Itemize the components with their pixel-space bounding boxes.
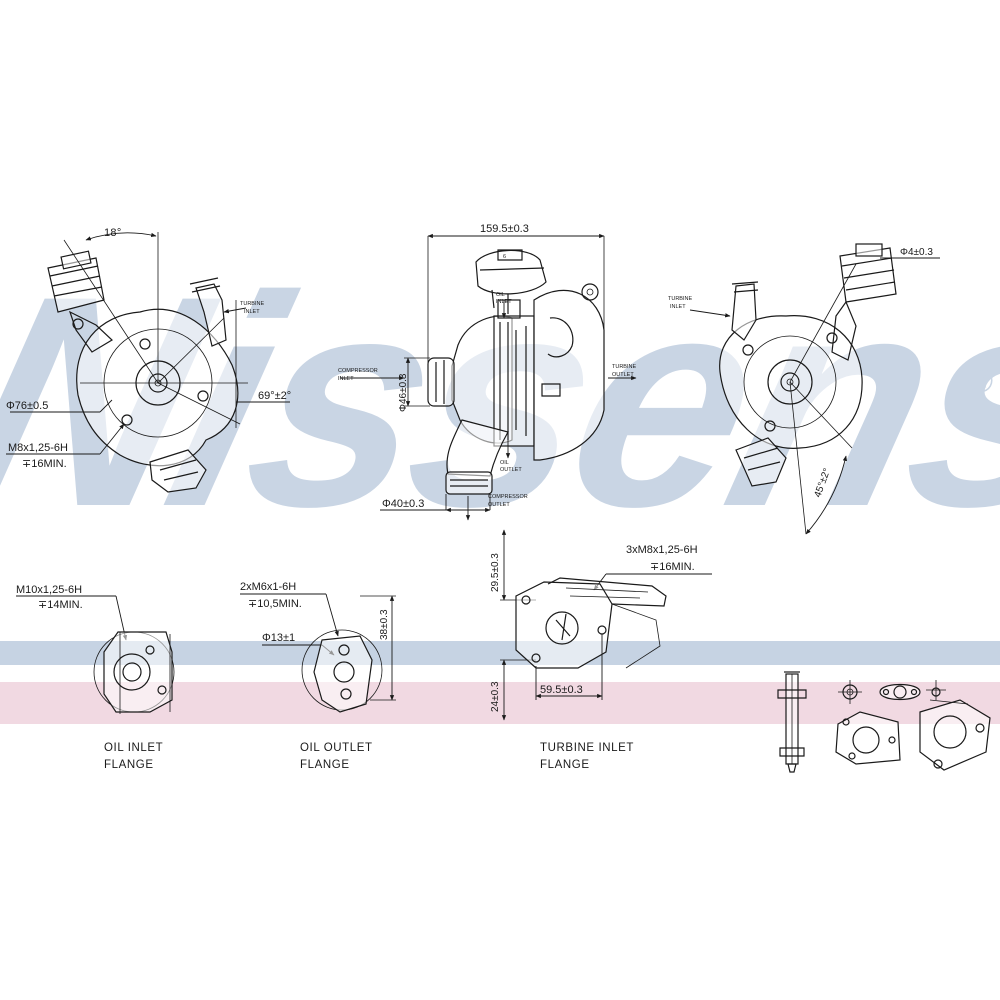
center-view: 159.5±0.3 6 Φ46±0.3 COMPRESSOR INLET — [338, 223, 637, 521]
turbine-inlet-flange: 3xM8x1,25-6H ∓16MIN. 29.5±0.3 24±0.3 59.… — [490, 529, 712, 771]
oil-outlet-diameter-label: Φ13±1 — [262, 632, 295, 644]
oil-outlet-caption-2: FLANGE — [300, 759, 350, 771]
center-width-label: 159.5±0.3 — [480, 223, 529, 235]
left-port-label-2: INLET — [244, 309, 260, 315]
right-port-label-2: INLET — [670, 304, 686, 310]
turbine-outlet-label-1: TURBINE — [612, 364, 636, 370]
left-bolt-1 — [139, 338, 151, 350]
gasket-turbine-icon — [919, 680, 991, 771]
left-inlet-pipe — [195, 283, 227, 347]
right-hub-outer — [767, 359, 813, 405]
turbine-inlet-height-bottom-label: 24±0.3 — [490, 681, 501, 712]
left-actuator — [47, 250, 113, 353]
right-housing-ring — [743, 335, 837, 429]
center-actuator — [475, 249, 547, 295]
turbine-inlet-height-top-label: 29.5±0.3 — [490, 553, 501, 592]
oil-outlet-height-label: 38±0.3 — [379, 609, 390, 640]
right-port-label-1: TURBINE — [668, 296, 692, 302]
left-depth-label: ∓16MIN. — [22, 458, 67, 470]
left-thread-label: M8x1,25-6H — [8, 442, 68, 454]
compressor-inlet-label-2: INLET — [338, 376, 354, 382]
gasket-small-icon — [838, 680, 862, 704]
turbine-inlet-width-label: 59.5±0.3 — [540, 684, 583, 696]
oil-inlet-flange: M10x1,25-6H ∓14MIN. OIL INLET FLANGE — [16, 584, 175, 771]
turbine-inlet-caption-2: FLANGE — [540, 759, 590, 771]
oil-pipe-icon — [777, 671, 807, 773]
oil-inlet-label-2: INLET — [496, 299, 512, 305]
right-diameter-label: Φ4±0.3 — [900, 247, 933, 258]
registered-mark: ® — [968, 362, 993, 400]
oil-outlet-caption-1: OIL OUTLET — [300, 742, 373, 754]
left-port-label-1: TURBINE — [240, 301, 264, 307]
right-lower-outlet — [735, 437, 787, 487]
oil-inlet-caption-2: FLANGE — [104, 759, 154, 771]
turbine-inlet-depth-label: ∓16MIN. — [650, 561, 695, 573]
oil-inlet-thread-label: M10x1,25-6H — [16, 584, 82, 596]
compressor-outlet-label-2: OUTLET — [488, 502, 510, 508]
gasket-triangle-icon — [835, 711, 901, 765]
turbine-outlet-label-2: OUTLET — [612, 372, 634, 378]
right-view: 45°±2° Φ4±0.3 TURBINE INLET — [668, 243, 940, 535]
right-inlet-pipe — [731, 283, 757, 341]
turbine-inlet-caption-1: TURBINE INLET — [540, 742, 634, 754]
turbine-housing — [533, 289, 605, 461]
left-view: 18° Φ76±0.5 69°±2° M8x1,25-6H ∓16MIN. TU… — [6, 227, 291, 493]
oil-outlet-depth-label: ∓10,5MIN. — [248, 598, 302, 610]
turbine-inlet-thread-label: 3xM8x1,25-6H — [626, 544, 698, 556]
right-hub-inner — [780, 372, 800, 392]
center-outlet-diameter-label: Φ40±0.3 — [382, 498, 424, 510]
compressor-inlet-ring — [427, 357, 455, 407]
compressor-outlet-label-1: COMPRESSOR — [488, 494, 528, 500]
oil-inlet-depth-label: ∓14MIN. — [38, 599, 83, 611]
oil-inlet-caption-1: OIL INLET — [104, 742, 163, 754]
bearing-housing — [493, 315, 535, 447]
left-angle2-label: 69°±2° — [258, 390, 291, 402]
oil-inlet-label-1: OIL — [496, 292, 505, 298]
gasket-oval-icon — [879, 683, 921, 701]
center-inlet-diameter-label: Φ46±0.3 — [398, 373, 409, 412]
accessories — [777, 671, 991, 773]
svg-text:6: 6 — [503, 254, 506, 260]
left-angle-label: 18° — [104, 227, 122, 239]
oil-outlet-label-2: OUTLET — [500, 467, 522, 473]
left-bolt-3 — [121, 414, 133, 426]
compressor-inlet-label-1: COMPRESSOR — [338, 368, 378, 374]
right-actuator — [831, 243, 897, 361]
oil-outlet-flange: 2xM6x1-6H ∓10,5MIN. Φ13±1 38±0.3 OIL OUT… — [240, 581, 396, 771]
left-diameter-label: Φ76±0.5 — [6, 400, 48, 412]
left-bolt-2 — [197, 390, 209, 402]
oil-outlet-thread-label: 2xM6x1-6H — [240, 581, 296, 593]
oil-outlet-label-1: OIL — [500, 460, 509, 466]
